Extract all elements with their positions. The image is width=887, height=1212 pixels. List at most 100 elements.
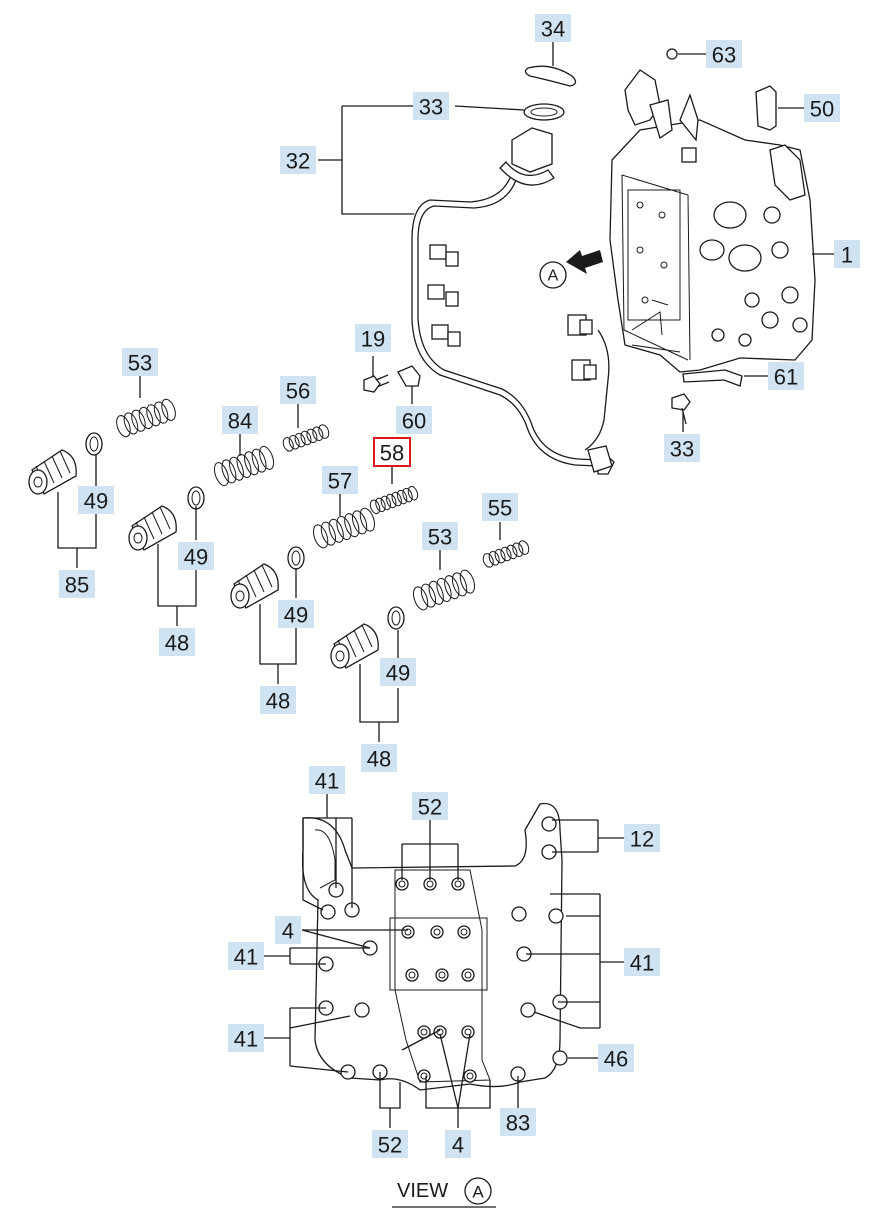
callout-number: 4 [282,919,294,944]
callout-number: 4 [452,1133,464,1158]
callout-number: 63 [712,43,736,68]
callout-41c: 41 [624,948,660,976]
plate-hole [552,1050,568,1066]
callout-46: 46 [598,1044,634,1072]
plate-hole [320,904,336,920]
callout-number: 41 [234,1027,258,1052]
plate-hole [548,908,564,924]
callout-53a: 53 [122,348,158,376]
callout-number: 48 [266,689,290,714]
valve-plungers [28,432,405,669]
o-ring [387,606,405,630]
coil-spring [482,540,530,568]
callout-number: 57 [328,469,352,494]
clip-part-34 [524,65,577,87]
plate-bolt-inner [460,928,468,936]
plate-bolt [405,968,419,982]
valve-plunger [28,449,77,495]
plate-bolt-inner [433,928,441,936]
callout-number: 83 [506,1111,530,1136]
callout-32: 32 [280,146,316,174]
plate-bolt-inner [398,880,406,888]
callout-41a: 41 [309,766,345,794]
callout-number: 19 [361,327,385,352]
coil-spring [116,398,176,438]
plate-bolt-inner [404,928,412,936]
cap-part-50 [755,85,777,131]
plate-bolt [457,925,471,939]
plate-bolt [463,1069,477,1083]
callout-52a: 52 [412,792,448,820]
callout-48c: 48 [361,744,397,772]
callout-number: 49 [84,489,108,514]
callout-85: 85 [59,570,95,598]
callout-56: 56 [280,376,316,404]
callout-34: 34 [535,14,571,42]
callout-number: 49 [284,603,308,628]
callout-41b: 41 [228,942,264,970]
leader-lines [57,42,834,1128]
callout-number: 41 [630,951,654,976]
plate-bolt [430,925,444,939]
callout-number: 32 [286,149,310,174]
plate-bolt [401,925,415,939]
gasket-part-33 [523,103,565,121]
view-a-caption: VIEW A [392,1177,496,1208]
valve-body-part [609,69,816,373]
callout-1: 1 [834,240,860,268]
valve-plunger [330,623,379,669]
coil-spring [369,485,419,515]
callout-49d: 49 [380,658,416,686]
callout-12: 12 [624,824,660,852]
callout-number: 56 [286,379,310,404]
callout-number: 61 [774,365,798,390]
plate-bolt-inner [420,1072,428,1080]
ball-part-63 [666,48,678,60]
callout-number: 46 [604,1047,628,1072]
o-ring [187,486,205,510]
plate-hole [354,1002,370,1018]
callout-61: 61 [768,362,804,390]
callout-number: 53 [128,351,152,376]
view-caption-text: VIEW [397,1180,448,1202]
callout-number: 85 [65,573,89,598]
callout-33b: 33 [664,434,700,462]
tube-part-61 [682,369,743,387]
wire-harness-part-32 [411,127,615,475]
callout-48a: 48 [159,628,195,656]
callout-number: 60 [402,409,426,434]
view-caption-letter: A [472,1183,484,1202]
callout-number: 33 [670,437,694,462]
coil-spring [282,424,330,452]
callout-number: 33 [419,95,443,120]
plate-bolt-inner [408,971,416,979]
plate-bolt-inner [426,880,434,888]
o-ring [287,546,305,570]
plate-bolt-inner [454,880,462,888]
plate-bolt-inner [464,971,472,979]
callout-52b: 52 [372,1130,408,1158]
callout-58: 58 [373,437,411,467]
callout-49b: 49 [178,542,214,570]
callout-84: 84 [222,406,258,434]
callout-number: 84 [228,409,252,434]
view-a-plate [301,802,563,1091]
callout-60: 60 [396,406,432,434]
valve-plunger [128,505,177,551]
bolt-part-19 [363,374,390,393]
callout-number: 52 [418,795,442,820]
valve-plunger [230,563,279,609]
o-ring [85,432,103,456]
callout-number: 41 [315,769,339,794]
callout-number: 48 [165,631,189,656]
callout-49a: 49 [78,486,114,514]
callout-number: 1 [841,243,853,268]
view-a-letter: A [548,268,559,285]
plate-bolt-inner [438,971,446,979]
coil-spring [213,445,275,487]
coil-spring [412,569,476,611]
callout-48b: 48 [260,686,296,714]
callout-number: 12 [630,827,654,852]
